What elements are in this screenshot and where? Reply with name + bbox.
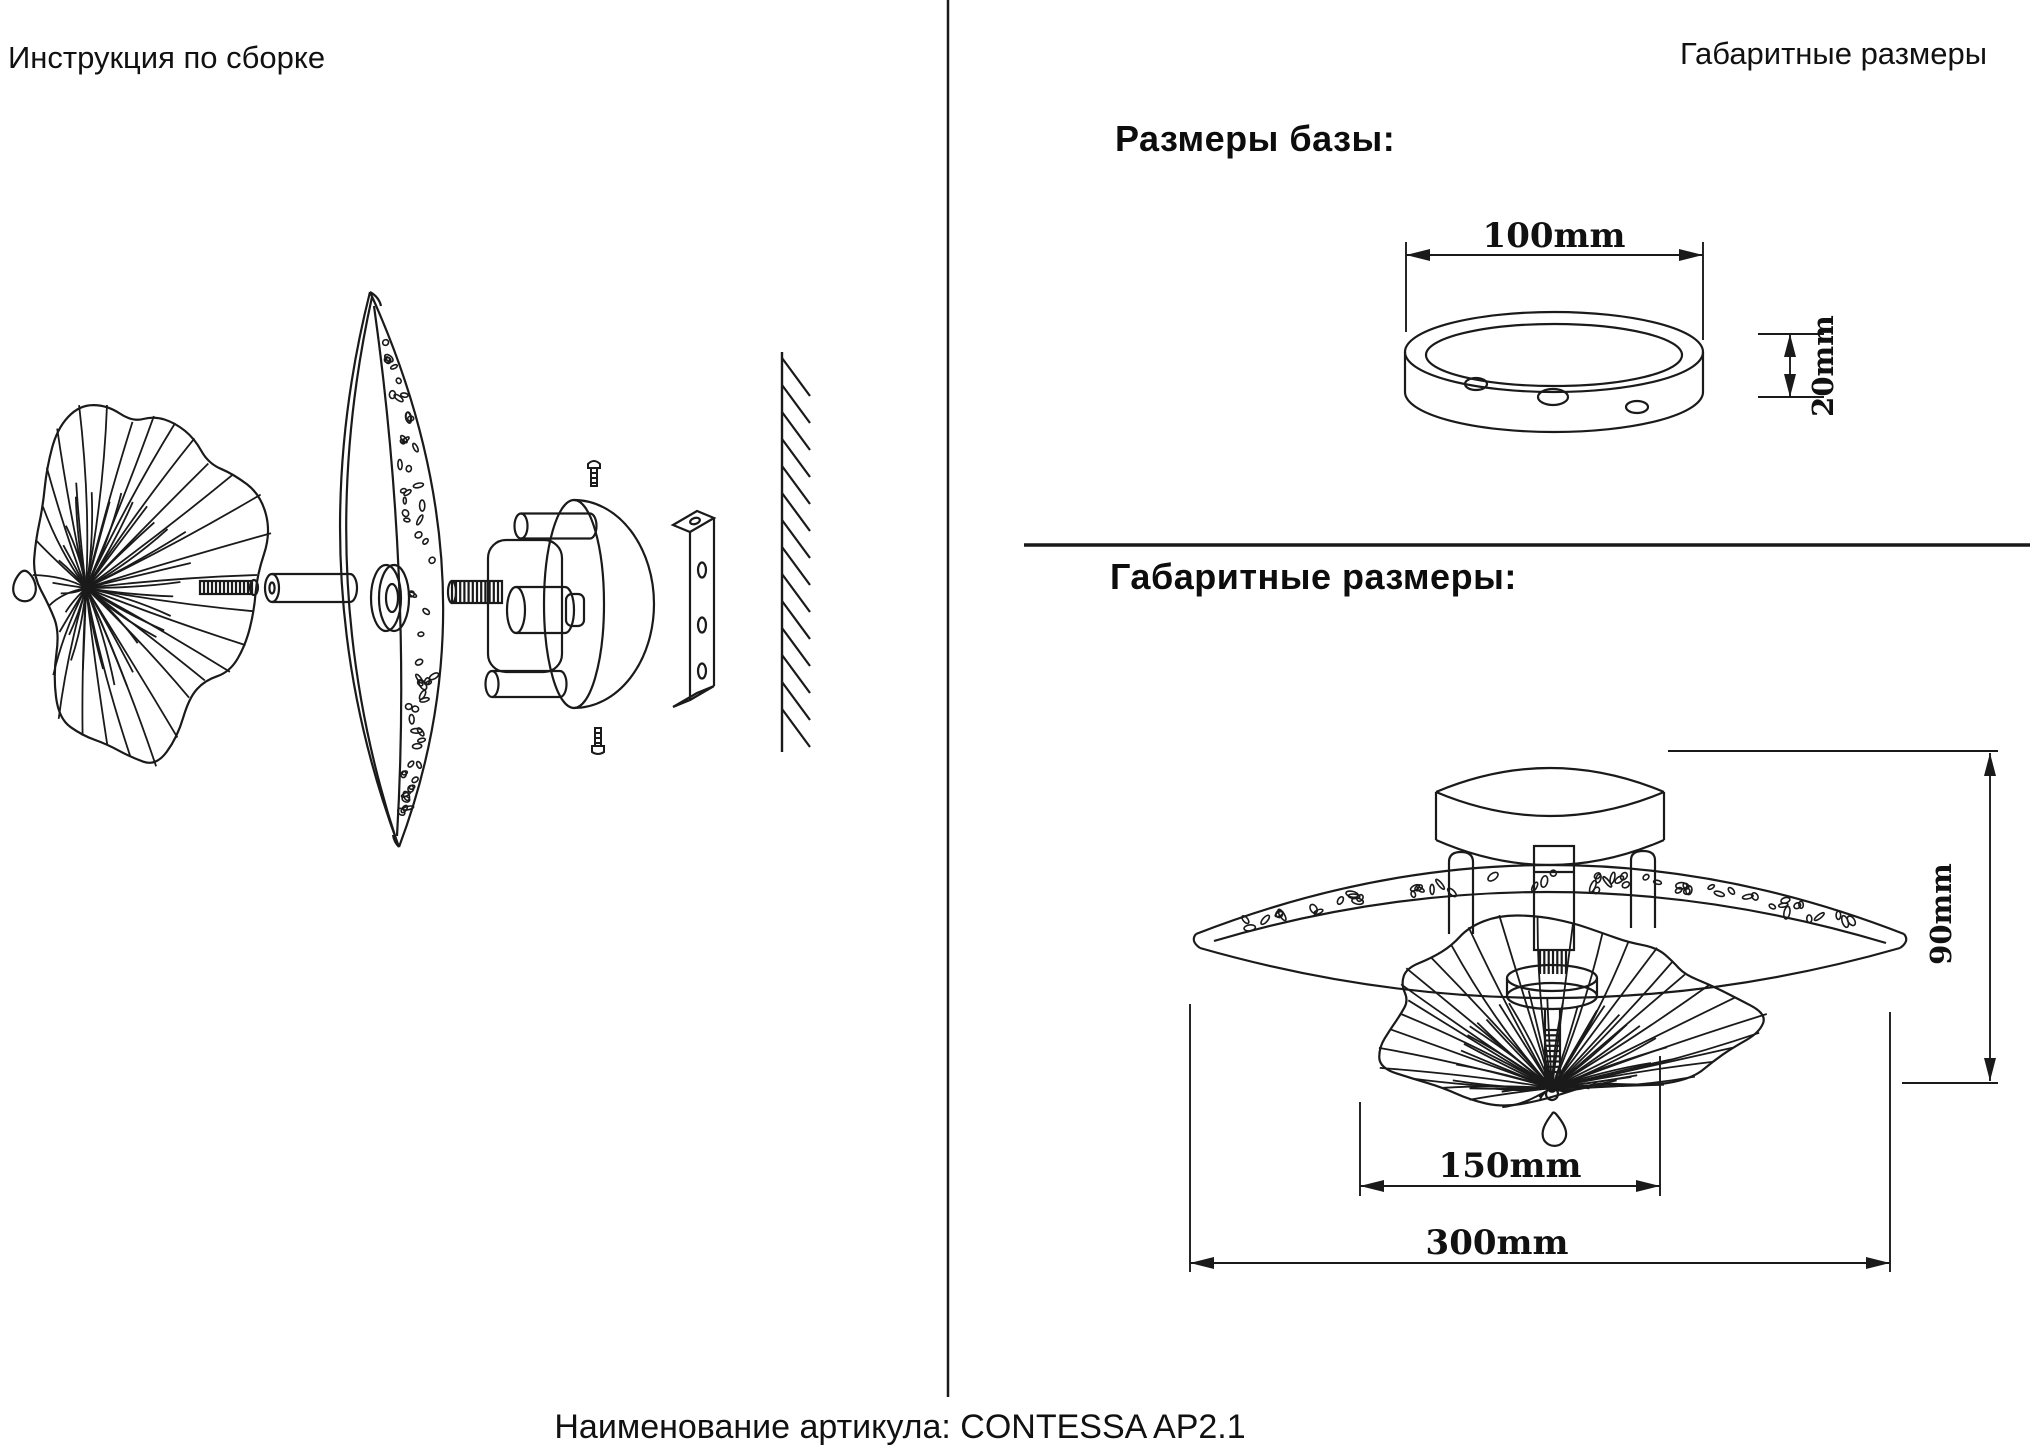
dimension-150mm: 150mm <box>1359 1056 1661 1196</box>
base-hole-center <box>1536 387 1570 407</box>
long-screw <box>198 578 260 597</box>
base-section-heading: Размеры базы: <box>1115 118 1396 159</box>
finial-teardrop-front <box>1541 1111 1568 1147</box>
shade-width-label: 150mm <box>1439 1146 1582 1186</box>
canopy-disc-side <box>542 498 656 710</box>
mounting-screw-top <box>587 460 601 487</box>
holder-top-post <box>513 512 598 540</box>
base-diameter-label: 100mm <box>1483 216 1626 256</box>
pin-cylinder <box>263 572 359 604</box>
base-dimensions-drawing: 100mm 20mm <box>1403 216 1840 434</box>
mounting-screw-bottom <box>591 727 605 755</box>
base-hole-right <box>1624 399 1650 415</box>
assembly-exploded-view <box>12 291 811 848</box>
right-panel-title: Габаритные размеры <box>1679 36 1987 71</box>
dimension-300mm: 300mm <box>1189 1004 1891 1272</box>
left-panel-title: Инструкция по сборке <box>8 40 326 75</box>
threaded-stud <box>446 579 504 605</box>
overall-height-label: 90mm <box>1924 863 1958 965</box>
article-name-footer: Наименование артикула: CONTESSA AP2.1 <box>554 1408 1246 1446</box>
base-height-label: 20mm <box>1806 315 1840 417</box>
dimension-20mm: 20mm <box>1758 315 1840 417</box>
saucer-shade <box>1192 863 1908 1000</box>
base-hole-left <box>1463 376 1489 392</box>
perforated-disc <box>338 291 445 848</box>
disc-hub <box>369 563 411 633</box>
overall-dimensions-drawing: 90mm 150mm 300mm <box>1189 750 1998 1272</box>
overall-width-label: 300mm <box>1426 1223 1569 1263</box>
wall-section <box>780 352 811 752</box>
overall-section-heading: Габаритные размеры: <box>1110 556 1517 597</box>
wire-diffuser-shade <box>1378 914 1768 1109</box>
lamp-canopy <box>1434 766 1666 867</box>
lamp-holder <box>484 512 598 699</box>
dimension-90mm: 90mm <box>1668 750 1998 1084</box>
base-body <box>1403 310 1705 434</box>
wall-bracket <box>670 509 717 709</box>
wire-leaf-shade <box>32 403 272 767</box>
finial-teardrop <box>12 569 37 603</box>
canopy-posts <box>1447 844 1657 952</box>
holder-bottom-post <box>484 669 568 699</box>
dimension-100mm: 100mm <box>1405 216 1704 340</box>
